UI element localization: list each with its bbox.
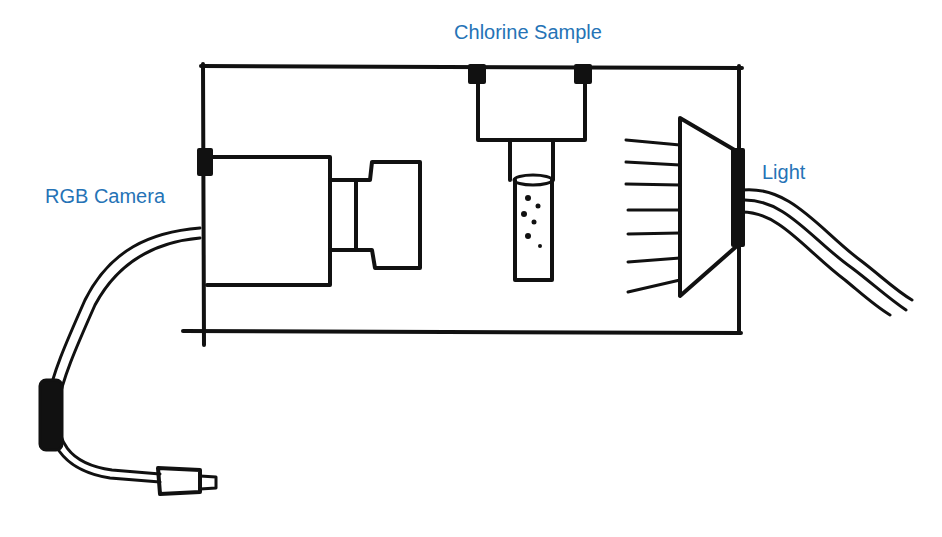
camera-mount [199,150,211,174]
part-label: RGB Camera [45,184,165,208]
lamp-housing [680,118,738,296]
enclosure [183,64,742,345]
tube-neck [508,140,512,180]
camera-symbol [199,150,420,285]
tube-body [515,180,552,280]
cable-wire [742,212,890,315]
sample-holder [470,66,590,140]
holder-clip [576,66,590,82]
cable-wire [58,238,200,474]
camera-lens-neck [330,180,356,250]
holder-box [478,70,585,140]
enclosure-left [203,64,204,345]
camera-lens [356,162,420,268]
part-label: Light [762,160,805,184]
enclosure-bottom [183,331,741,333]
cable-plug [158,468,200,494]
light-cable [742,190,912,315]
cable-plug-tip [200,476,216,489]
lamp-back [733,150,743,245]
test-tube [510,140,553,280]
cable-wire [742,190,912,300]
camera-cable [40,228,216,494]
cable-wire [48,228,200,482]
light-symbol [626,118,743,296]
light-rays [626,140,680,292]
camera-body [205,157,330,285]
cable-sleeve [40,380,62,450]
tube-neck [551,140,555,180]
tube-surface [514,175,552,185]
sample-particles [521,195,542,248]
part-label: Chlorine Sample [454,20,602,44]
holder-clip [470,66,484,82]
